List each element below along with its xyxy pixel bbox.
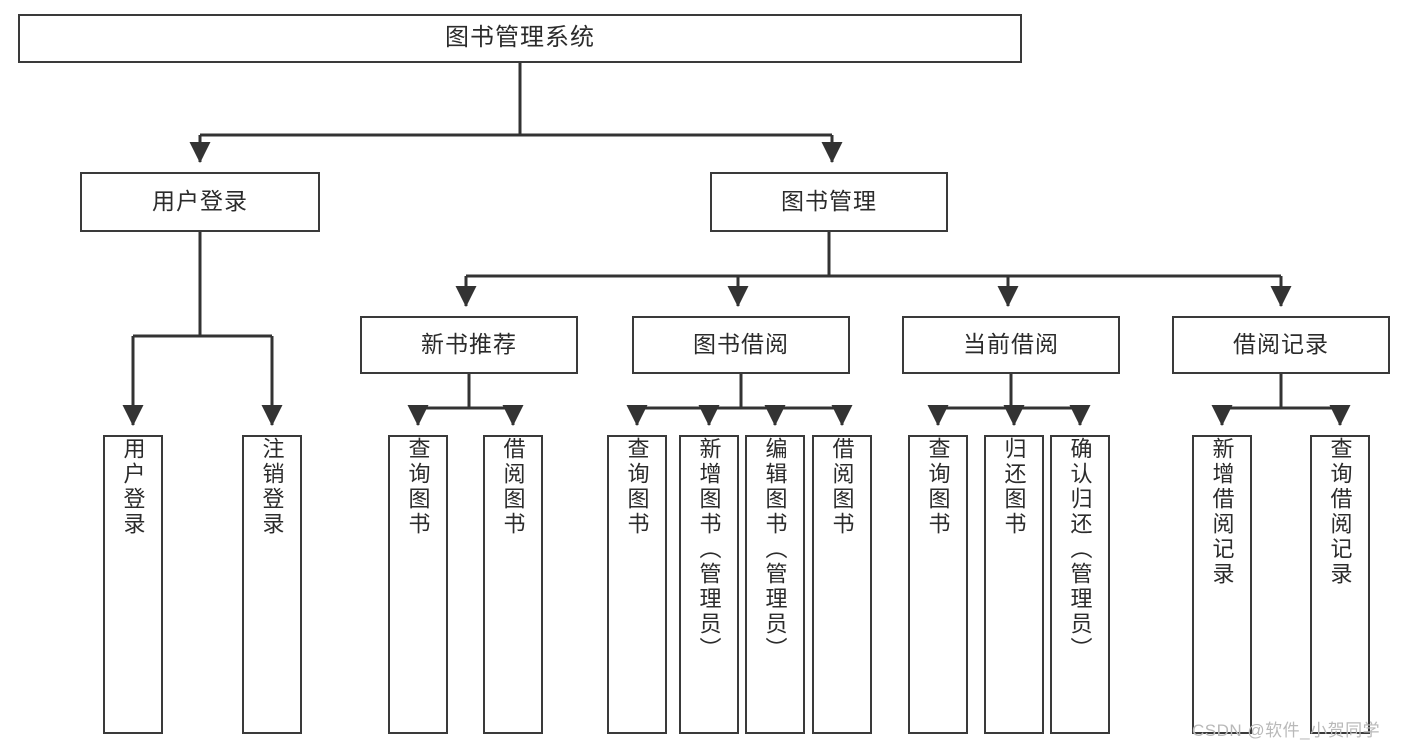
node-leaf-add-record[interactable]: 新增借阅记录 [1192, 435, 1252, 734]
node-leaf-query-book-1-label: 查询图书 [405, 437, 431, 537]
node-leaf-edit-book[interactable]: 编辑图书（管理员） [745, 435, 805, 734]
node-leaf-confirm-return-label: 确认归还（管理员） [1067, 437, 1093, 662]
node-leaf-query-book-3-label: 查询图书 [925, 437, 951, 537]
node-leaf-user-login-label: 用户登录 [120, 437, 146, 537]
node-leaf-return-book-label: 归还图书 [1001, 437, 1027, 537]
node-leaf-logout[interactable]: 注销登录 [242, 435, 302, 734]
node-root-label: 图书管理系统 [445, 24, 595, 52]
node-leaf-query-book-3[interactable]: 查询图书 [908, 435, 968, 734]
node-current-borrow[interactable]: 当前借阅 [902, 316, 1120, 374]
node-book-manage-label: 图书管理 [781, 188, 877, 215]
node-book-borrow-label: 图书借阅 [693, 331, 789, 358]
node-leaf-logout-label: 注销登录 [259, 437, 285, 537]
node-leaf-edit-book-label: 编辑图书（管理员） [762, 437, 788, 662]
node-borrow-record[interactable]: 借阅记录 [1172, 316, 1390, 374]
node-book-manage[interactable]: 图书管理 [710, 172, 948, 232]
node-leaf-query-record-label: 查询借阅记录 [1327, 437, 1353, 587]
node-leaf-add-record-label: 新增借阅记录 [1209, 437, 1235, 587]
node-current-borrow-label: 当前借阅 [963, 331, 1059, 358]
node-leaf-query-record[interactable]: 查询借阅记录 [1310, 435, 1370, 734]
node-book-borrow[interactable]: 图书借阅 [632, 316, 850, 374]
node-root[interactable]: 图书管理系统 [18, 14, 1022, 63]
node-leaf-add-book[interactable]: 新增图书（管理员） [679, 435, 739, 734]
node-leaf-return-book[interactable]: 归还图书 [984, 435, 1044, 734]
node-user-login-label: 用户登录 [152, 188, 248, 215]
node-leaf-borrow-book-1[interactable]: 借阅图书 [483, 435, 543, 734]
node-leaf-user-login[interactable]: 用户登录 [103, 435, 163, 734]
csdn-watermark: CSDN @软件_小贺同学 [1192, 721, 1381, 740]
node-leaf-query-book-2[interactable]: 查询图书 [607, 435, 667, 734]
node-leaf-borrow-book-1-label: 借阅图书 [500, 437, 526, 537]
node-user-login[interactable]: 用户登录 [80, 172, 320, 232]
node-leaf-query-book-1[interactable]: 查询图书 [388, 435, 448, 734]
node-leaf-query-book-2-label: 查询图书 [624, 437, 650, 537]
node-new-book-rec[interactable]: 新书推荐 [360, 316, 578, 374]
node-leaf-add-book-label: 新增图书（管理员） [696, 437, 722, 662]
node-leaf-borrow-book-2[interactable]: 借阅图书 [812, 435, 872, 734]
node-leaf-confirm-return[interactable]: 确认归还（管理员） [1050, 435, 1110, 734]
node-borrow-record-label: 借阅记录 [1233, 331, 1329, 358]
node-leaf-borrow-book-2-label: 借阅图书 [829, 437, 855, 537]
node-new-book-rec-label: 新书推荐 [421, 331, 517, 358]
